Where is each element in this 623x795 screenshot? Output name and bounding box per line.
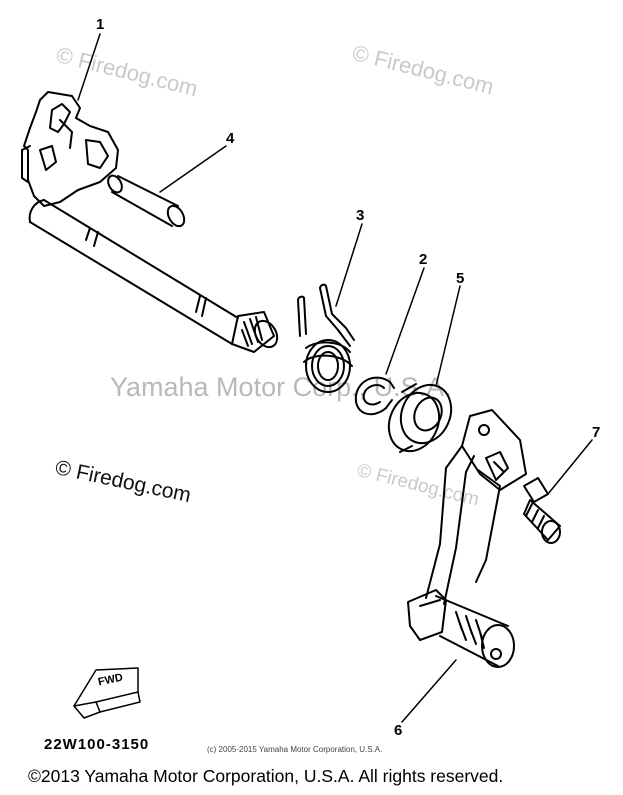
small-copyright: (c) 2005-2015 Yamaha Motor Corporation, … [207, 745, 383, 754]
callout-6: 6 [394, 722, 403, 739]
leader-lines [77, 33, 593, 723]
callout-3: 3 [356, 207, 365, 224]
shift-shaft [21, 91, 279, 353]
callout-5: 5 [456, 270, 465, 287]
callout-2: 2 [419, 251, 428, 268]
diagram-code: 22W100-3150 [44, 736, 150, 753]
copyright-notice: ©2013 Yamaha Motor Corporation, U.S.A. A… [28, 766, 504, 786]
oil-seal [387, 383, 453, 453]
pin [107, 174, 186, 228]
yamaha-watermark: Yamaha Motor Corp., U.S.A. [110, 372, 452, 402]
bolt [523, 477, 561, 544]
return-spring [297, 283, 355, 393]
callout-4: 4 [226, 130, 235, 147]
circlip [354, 376, 395, 416]
fwd-arrow-icon [73, 667, 141, 719]
shift-pedal [407, 409, 527, 668]
callout-7: 7 [592, 424, 601, 441]
callout-1: 1 [96, 16, 105, 33]
